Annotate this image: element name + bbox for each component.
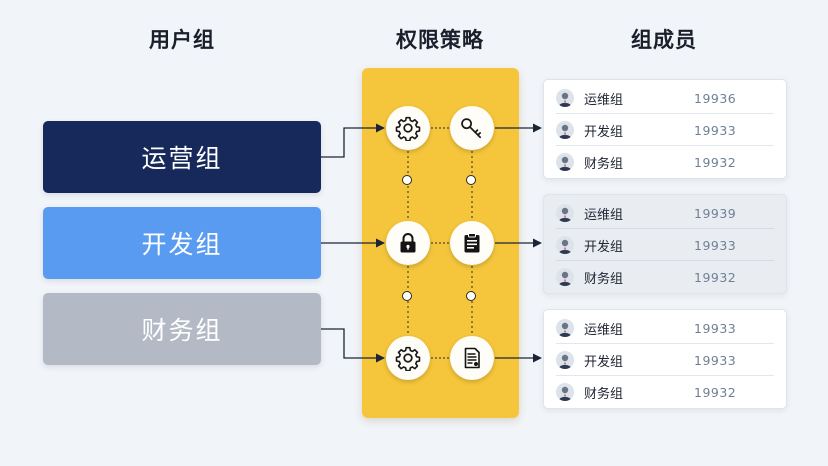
policy-node-key[interactable] <box>450 106 494 150</box>
lock-icon <box>400 233 416 253</box>
member-card-2: 运维组 19939 开发组 19933 财务组 19932 <box>543 194 787 294</box>
document-icon <box>464 347 480 369</box>
member-row[interactable]: 开发组 19933 <box>556 113 774 146</box>
key-icon <box>461 118 481 139</box>
member-row[interactable]: 财务组 19932 <box>556 260 774 293</box>
policy-junction-dot <box>402 291 412 301</box>
clipboard-icon <box>464 233 480 253</box>
policy-junction-dot <box>466 291 476 301</box>
member-name: 财务组 <box>584 156 624 172</box>
member-row[interactable]: 运维组 19939 <box>556 197 774 229</box>
member-card-1: 运维组 19936 开发组 19933 财务组 19932 <box>543 79 787 179</box>
member-id: 19933 <box>694 237 737 253</box>
member-row[interactable]: 财务组 19932 <box>556 375 774 408</box>
member-name: 财务组 <box>584 386 624 402</box>
member-row[interactable]: 开发组 19933 <box>556 228 774 261</box>
member-name: 开发组 <box>584 354 624 370</box>
member-id: 19932 <box>694 269 737 285</box>
policy-node-gear-2[interactable] <box>386 336 430 380</box>
avatar <box>556 204 574 222</box>
avatar <box>556 268 574 286</box>
member-row[interactable]: 开发组 19933 <box>556 343 774 376</box>
avatar <box>556 351 574 369</box>
member-row[interactable]: 运维组 19936 <box>556 82 774 114</box>
members-column-title: 组成员 <box>631 28 697 52</box>
avatar <box>556 319 574 337</box>
member-row[interactable]: 财务组 19932 <box>556 145 774 178</box>
policy-node-document[interactable] <box>450 336 494 380</box>
group-finance[interactable]: 财务组 <box>43 293 321 365</box>
member-row[interactable]: 运维组 19933 <box>556 312 774 344</box>
policy-junction-dot <box>466 175 476 185</box>
policies-column-title: 权限策略 <box>396 28 484 52</box>
avatar <box>556 121 574 139</box>
policy-node-lock[interactable] <box>386 221 430 265</box>
group-development[interactable]: 开发组 <box>43 207 321 279</box>
connector-finance <box>321 328 385 363</box>
member-id: 19933 <box>694 122 737 138</box>
gear-icon <box>395 116 421 141</box>
member-card-3: 运维组 19933 开发组 19933 财务组 19932 <box>543 309 787 409</box>
member-id: 19932 <box>694 154 737 170</box>
member-id: 19933 <box>694 320 737 336</box>
avatar <box>556 89 574 107</box>
policy-node-clipboard[interactable] <box>450 221 494 265</box>
gear-icon <box>395 346 421 371</box>
avatar <box>556 236 574 254</box>
member-id: 19936 <box>694 90 737 106</box>
connector-operations <box>321 123 385 158</box>
member-name: 运维组 <box>584 92 624 108</box>
member-id: 19939 <box>694 205 737 221</box>
groups-column-title: 用户组 <box>149 28 215 52</box>
member-id: 19932 <box>694 384 737 400</box>
avatar <box>556 153 574 171</box>
member-name: 运维组 <box>584 322 624 338</box>
policy-junction-dot <box>402 175 412 185</box>
group-operations[interactable]: 运营组 <box>43 121 321 193</box>
member-id: 19933 <box>694 352 737 368</box>
policy-node-gear[interactable] <box>386 106 430 150</box>
member-name: 开发组 <box>584 124 624 140</box>
member-name: 开发组 <box>584 239 624 255</box>
avatar <box>556 383 574 401</box>
member-name: 财务组 <box>584 271 624 287</box>
member-name: 运维组 <box>584 207 624 223</box>
